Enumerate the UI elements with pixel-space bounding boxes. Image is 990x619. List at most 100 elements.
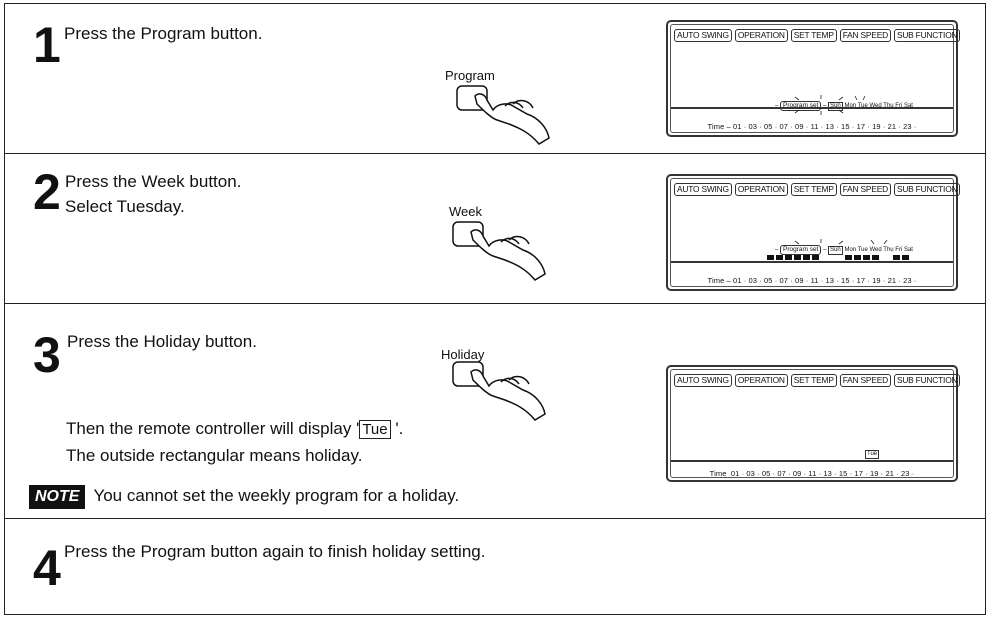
mode-indicators: AUTO SWING OPERATION SET TEMP FAN SPEED … bbox=[674, 29, 961, 42]
mode-operation: OPERATION bbox=[734, 183, 788, 196]
time-09: 09 bbox=[795, 122, 804, 131]
time-07: 07 bbox=[779, 122, 789, 131]
time-label: Time bbox=[707, 276, 725, 285]
time-23: 23 bbox=[900, 469, 910, 478]
rect-explanation: The outside rectangular means holiday. bbox=[66, 446, 363, 465]
time-19: 19 bbox=[872, 122, 881, 131]
lcd-display: AUTO SWING OPERATION SET TEMP FAN SPEED … bbox=[666, 174, 961, 291]
time-15: 15 bbox=[841, 122, 850, 131]
mode-indicators: AUTO SWING OPERATION SET TEMP FAN SPEED … bbox=[674, 374, 961, 387]
time-13: 13 bbox=[825, 276, 835, 285]
time-13: 13 bbox=[825, 122, 835, 131]
display-text-after: '. bbox=[395, 419, 404, 438]
day-row: – Program set – Sun Mon Tue Wed Thu Fri … bbox=[775, 245, 913, 255]
time-15: 15 bbox=[838, 469, 848, 478]
mode-fan-speed: FAN SPEED bbox=[839, 183, 891, 196]
mode-sub-function: SUB FUNCTION bbox=[893, 29, 961, 42]
day-fri: Fri bbox=[895, 247, 903, 253]
hand-pressing-program-button-icon bbox=[456, 85, 550, 145]
mode-auto-swing: AUTO SWING bbox=[674, 183, 732, 196]
time-19: 19 bbox=[869, 469, 879, 478]
hand-pressing-week-button-icon bbox=[452, 221, 546, 281]
step-1: 1 Press the Program button. Program AUTO… bbox=[5, 4, 985, 154]
mode-set-temp: SET TEMP bbox=[790, 374, 837, 387]
time-17: 17 bbox=[854, 469, 863, 478]
mode-auto-swing: AUTO SWING bbox=[674, 29, 732, 42]
step-4: 4 Press the Program button again to fini… bbox=[5, 519, 985, 616]
time-09: 09 bbox=[795, 276, 804, 285]
holiday-day-indicator: Tue bbox=[865, 450, 880, 459]
lcd-display: AUTO SWING OPERATION SET TEMP FAN SPEED … bbox=[666, 20, 961, 137]
day-sun: Sun bbox=[828, 102, 843, 111]
display-text-before: Then the remote controller will display … bbox=[66, 419, 360, 438]
time-03: 03 bbox=[748, 276, 758, 285]
time-03: 03 bbox=[748, 122, 758, 131]
day-thu: Thu bbox=[883, 103, 894, 109]
day-sat: Sat bbox=[903, 247, 913, 253]
day-tue: Tue bbox=[857, 103, 868, 109]
time-15: 15 bbox=[841, 276, 850, 285]
day-row: Tue bbox=[865, 450, 880, 459]
day-wed: Wed bbox=[869, 103, 882, 109]
day-sun: Sun bbox=[828, 246, 843, 255]
time-label: Time bbox=[707, 122, 725, 131]
time-row: Time – 01 · 03 · 05 · 07 · 09 · 11 · 13 … bbox=[707, 276, 917, 285]
mode-sub-function: SUB FUNCTION bbox=[893, 183, 961, 196]
time-23: 23 bbox=[903, 122, 912, 131]
time-11: 11 bbox=[810, 122, 819, 131]
time-01: 01 bbox=[732, 276, 742, 285]
day-mon: Mon bbox=[844, 103, 857, 109]
holiday-button-label: Holiday bbox=[441, 347, 485, 362]
lcd-divider bbox=[671, 261, 953, 263]
time-11: 11 bbox=[808, 469, 817, 478]
step-text: Press the Program button again to finish… bbox=[64, 542, 486, 561]
step-3: 3 Press the Holiday button. Holiday Then… bbox=[5, 304, 985, 519]
blink-marks-icon bbox=[794, 239, 888, 245]
time-11: 11 bbox=[810, 276, 819, 285]
mode-set-temp: SET TEMP bbox=[790, 183, 837, 196]
day-thu: Thu bbox=[883, 247, 894, 253]
week-button-label: Week bbox=[449, 204, 482, 219]
display-description: Then the remote controller will display … bbox=[66, 418, 403, 440]
day-sat: Sat bbox=[903, 103, 913, 109]
time-row: Time – 01 · 03 · 05 · 07 · 09 · 11 · 13 … bbox=[707, 122, 917, 131]
step-text-line-2: Select Tuesday. bbox=[65, 197, 185, 216]
time-label: Time bbox=[709, 469, 727, 478]
time-17: 17 bbox=[856, 122, 866, 131]
time-21: 21 bbox=[887, 122, 897, 131]
step-number: 3 bbox=[33, 327, 61, 383]
time-21: 21 bbox=[887, 276, 897, 285]
step-text: Press the Holiday button. bbox=[67, 332, 257, 351]
time-19: 19 bbox=[872, 276, 881, 285]
mode-set-temp: SET TEMP bbox=[790, 29, 837, 42]
program-time-blocks bbox=[893, 255, 909, 260]
time-05: 05 bbox=[764, 276, 773, 285]
program-button-label: Program bbox=[445, 68, 495, 83]
hand-pressing-holiday-button-icon bbox=[452, 361, 546, 421]
instruction-frame: 1 Press the Program button. Program AUTO… bbox=[4, 3, 986, 615]
program-time-blocks bbox=[845, 255, 879, 260]
program-set-indicator: Program set bbox=[780, 245, 822, 255]
program-set-indicator: Program set bbox=[780, 101, 822, 111]
day-tue: Tue bbox=[857, 247, 868, 253]
step-number: 2 bbox=[33, 164, 61, 220]
lcd-divider bbox=[671, 107, 953, 109]
step-number: 4 bbox=[33, 540, 61, 596]
lcd-divider bbox=[671, 460, 953, 462]
time-03: 03 bbox=[746, 469, 755, 478]
lcd-display: AUTO SWING OPERATION SET TEMP FAN SPEED … bbox=[666, 365, 961, 482]
day-wed: Wed bbox=[869, 247, 882, 253]
mode-indicators: AUTO SWING OPERATION SET TEMP FAN SPEED … bbox=[674, 183, 961, 196]
program-time-blocks bbox=[767, 255, 819, 260]
mode-operation: OPERATION bbox=[734, 374, 788, 387]
day-row: – Program set – Sun Mon Tue Wed Thu Fri … bbox=[775, 101, 913, 111]
time-row: Time 01 · 03 · 05 · 07 · 09 · 11 · 13 · … bbox=[709, 469, 915, 478]
time-01: 01 bbox=[732, 122, 742, 131]
day-mon: Mon bbox=[844, 247, 857, 253]
time-23: 23 bbox=[903, 276, 912, 285]
holiday-day-box: Tue bbox=[359, 420, 391, 439]
time-13: 13 bbox=[823, 469, 832, 478]
time-01: 01 bbox=[730, 469, 740, 478]
note-badge: NOTE bbox=[29, 485, 86, 509]
mode-fan-speed: FAN SPEED bbox=[839, 374, 891, 387]
